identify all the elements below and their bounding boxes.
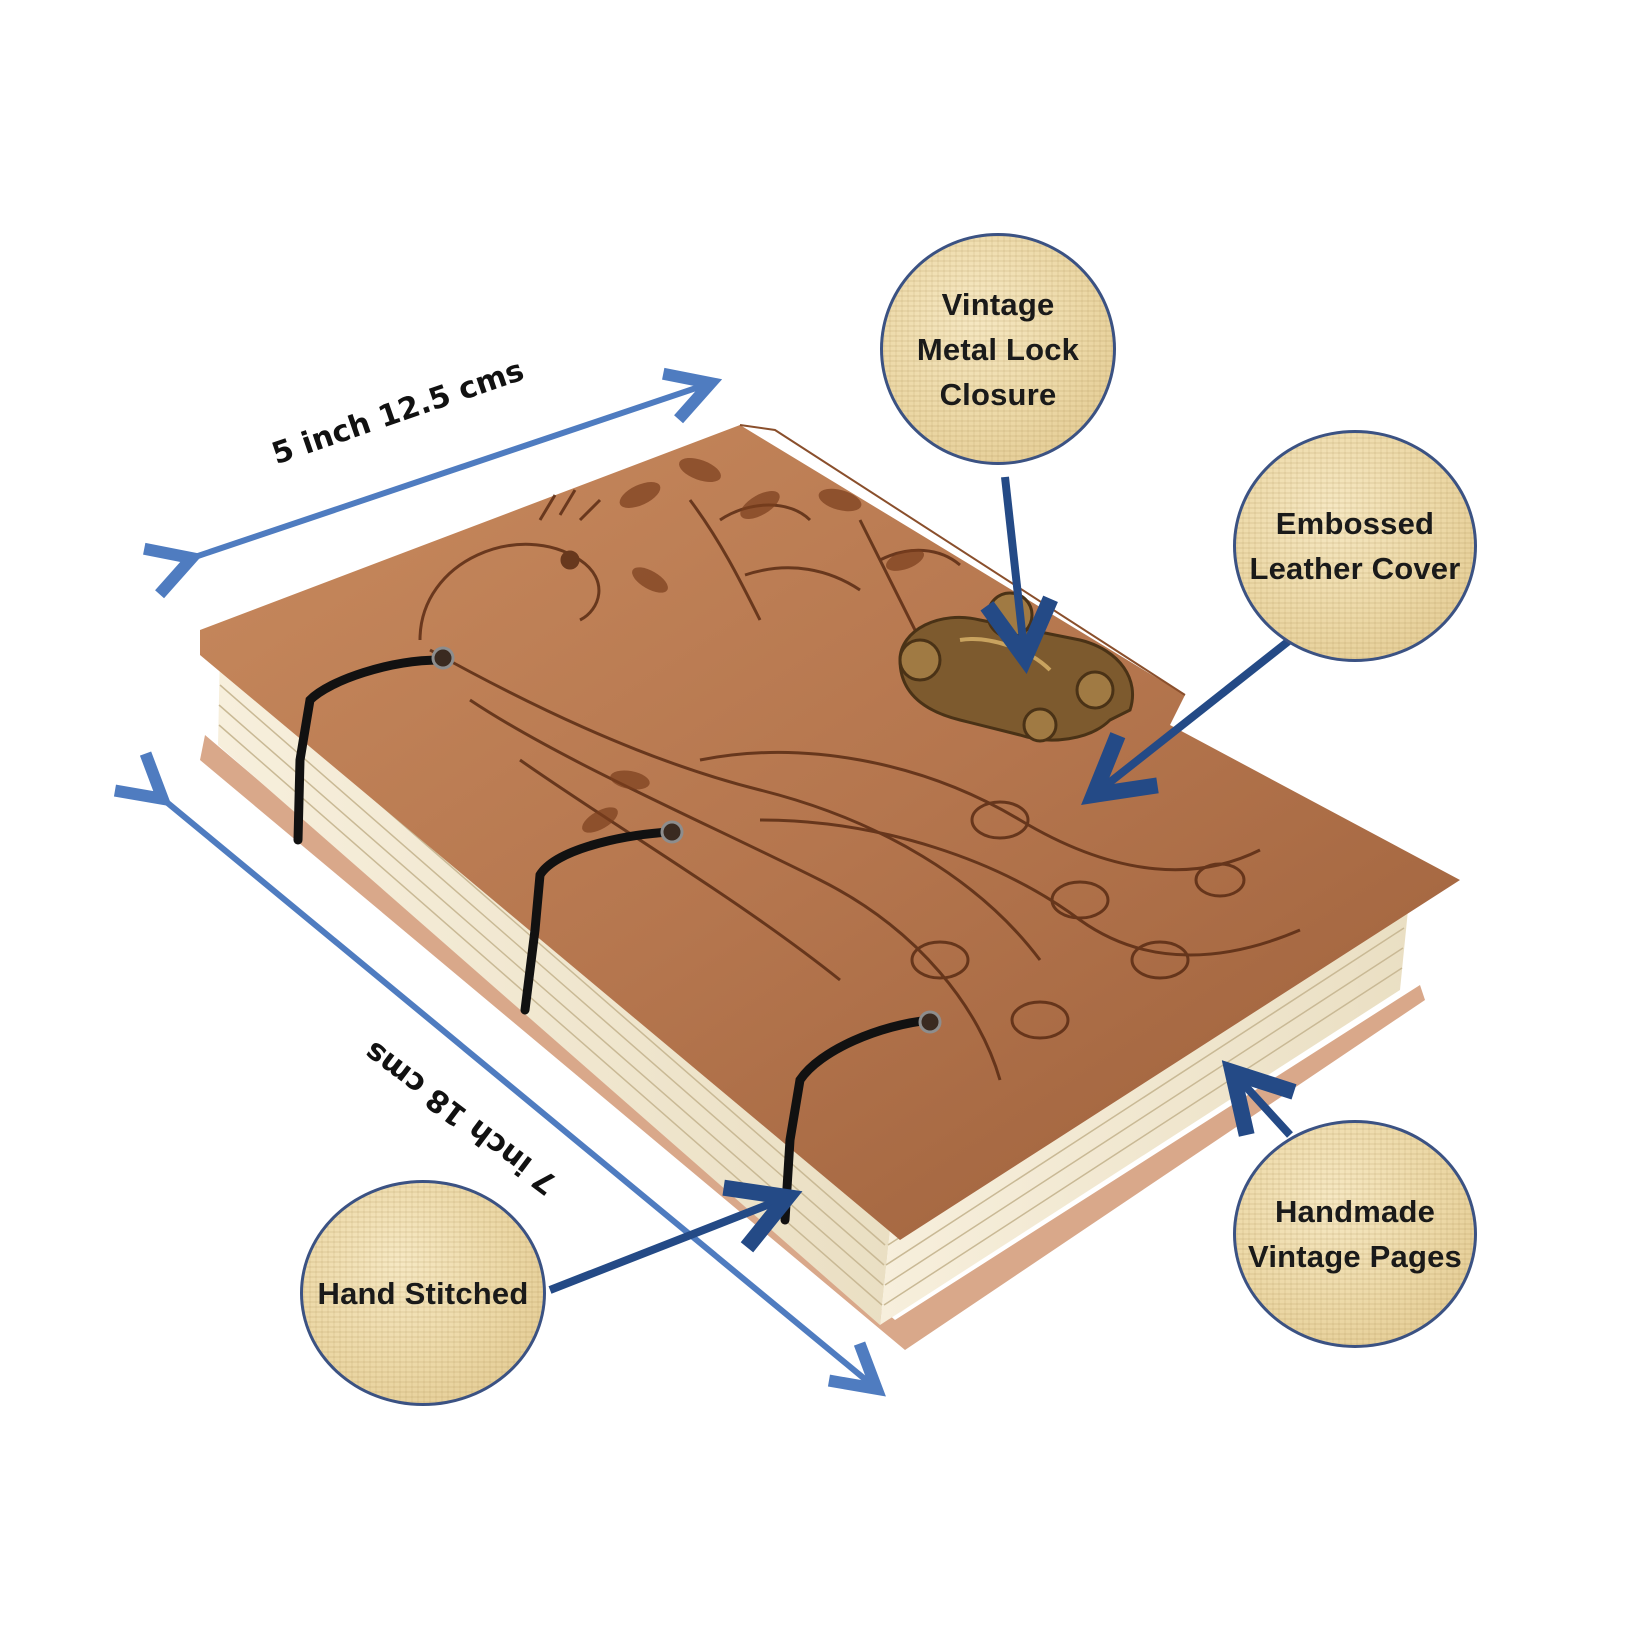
height-dimension-arrow (158, 795, 872, 1385)
leather-callout-badge: Embossed Leather Cover (1233, 430, 1477, 662)
lock-callout-badge: Vintage Metal Lock Closure (880, 233, 1116, 465)
page-block-right (880, 890, 1410, 1325)
stitch-callout-arrow (548, 1200, 780, 1294)
pages-callout-text: Handmade Vintage Pages (1248, 1194, 1462, 1274)
lock-callout-arrow (1005, 476, 1024, 650)
pages-callout-badge: Handmade Vintage Pages (1233, 1120, 1477, 1348)
stitch-callout-badge: Hand Stitched (300, 1180, 546, 1406)
lock-callout-text: Vintage Metal Lock Closure (916, 286, 1080, 412)
pages-callout-arrow (1238, 1078, 1290, 1138)
width-dimension-arrow (186, 385, 705, 560)
stitch-callout-text: Hand Stitched (317, 1275, 529, 1311)
leather-callout-arrow (1100, 636, 1293, 790)
back-cover (200, 735, 1425, 1350)
leather-callout-text: Embossed Leather Cover (1249, 506, 1461, 586)
